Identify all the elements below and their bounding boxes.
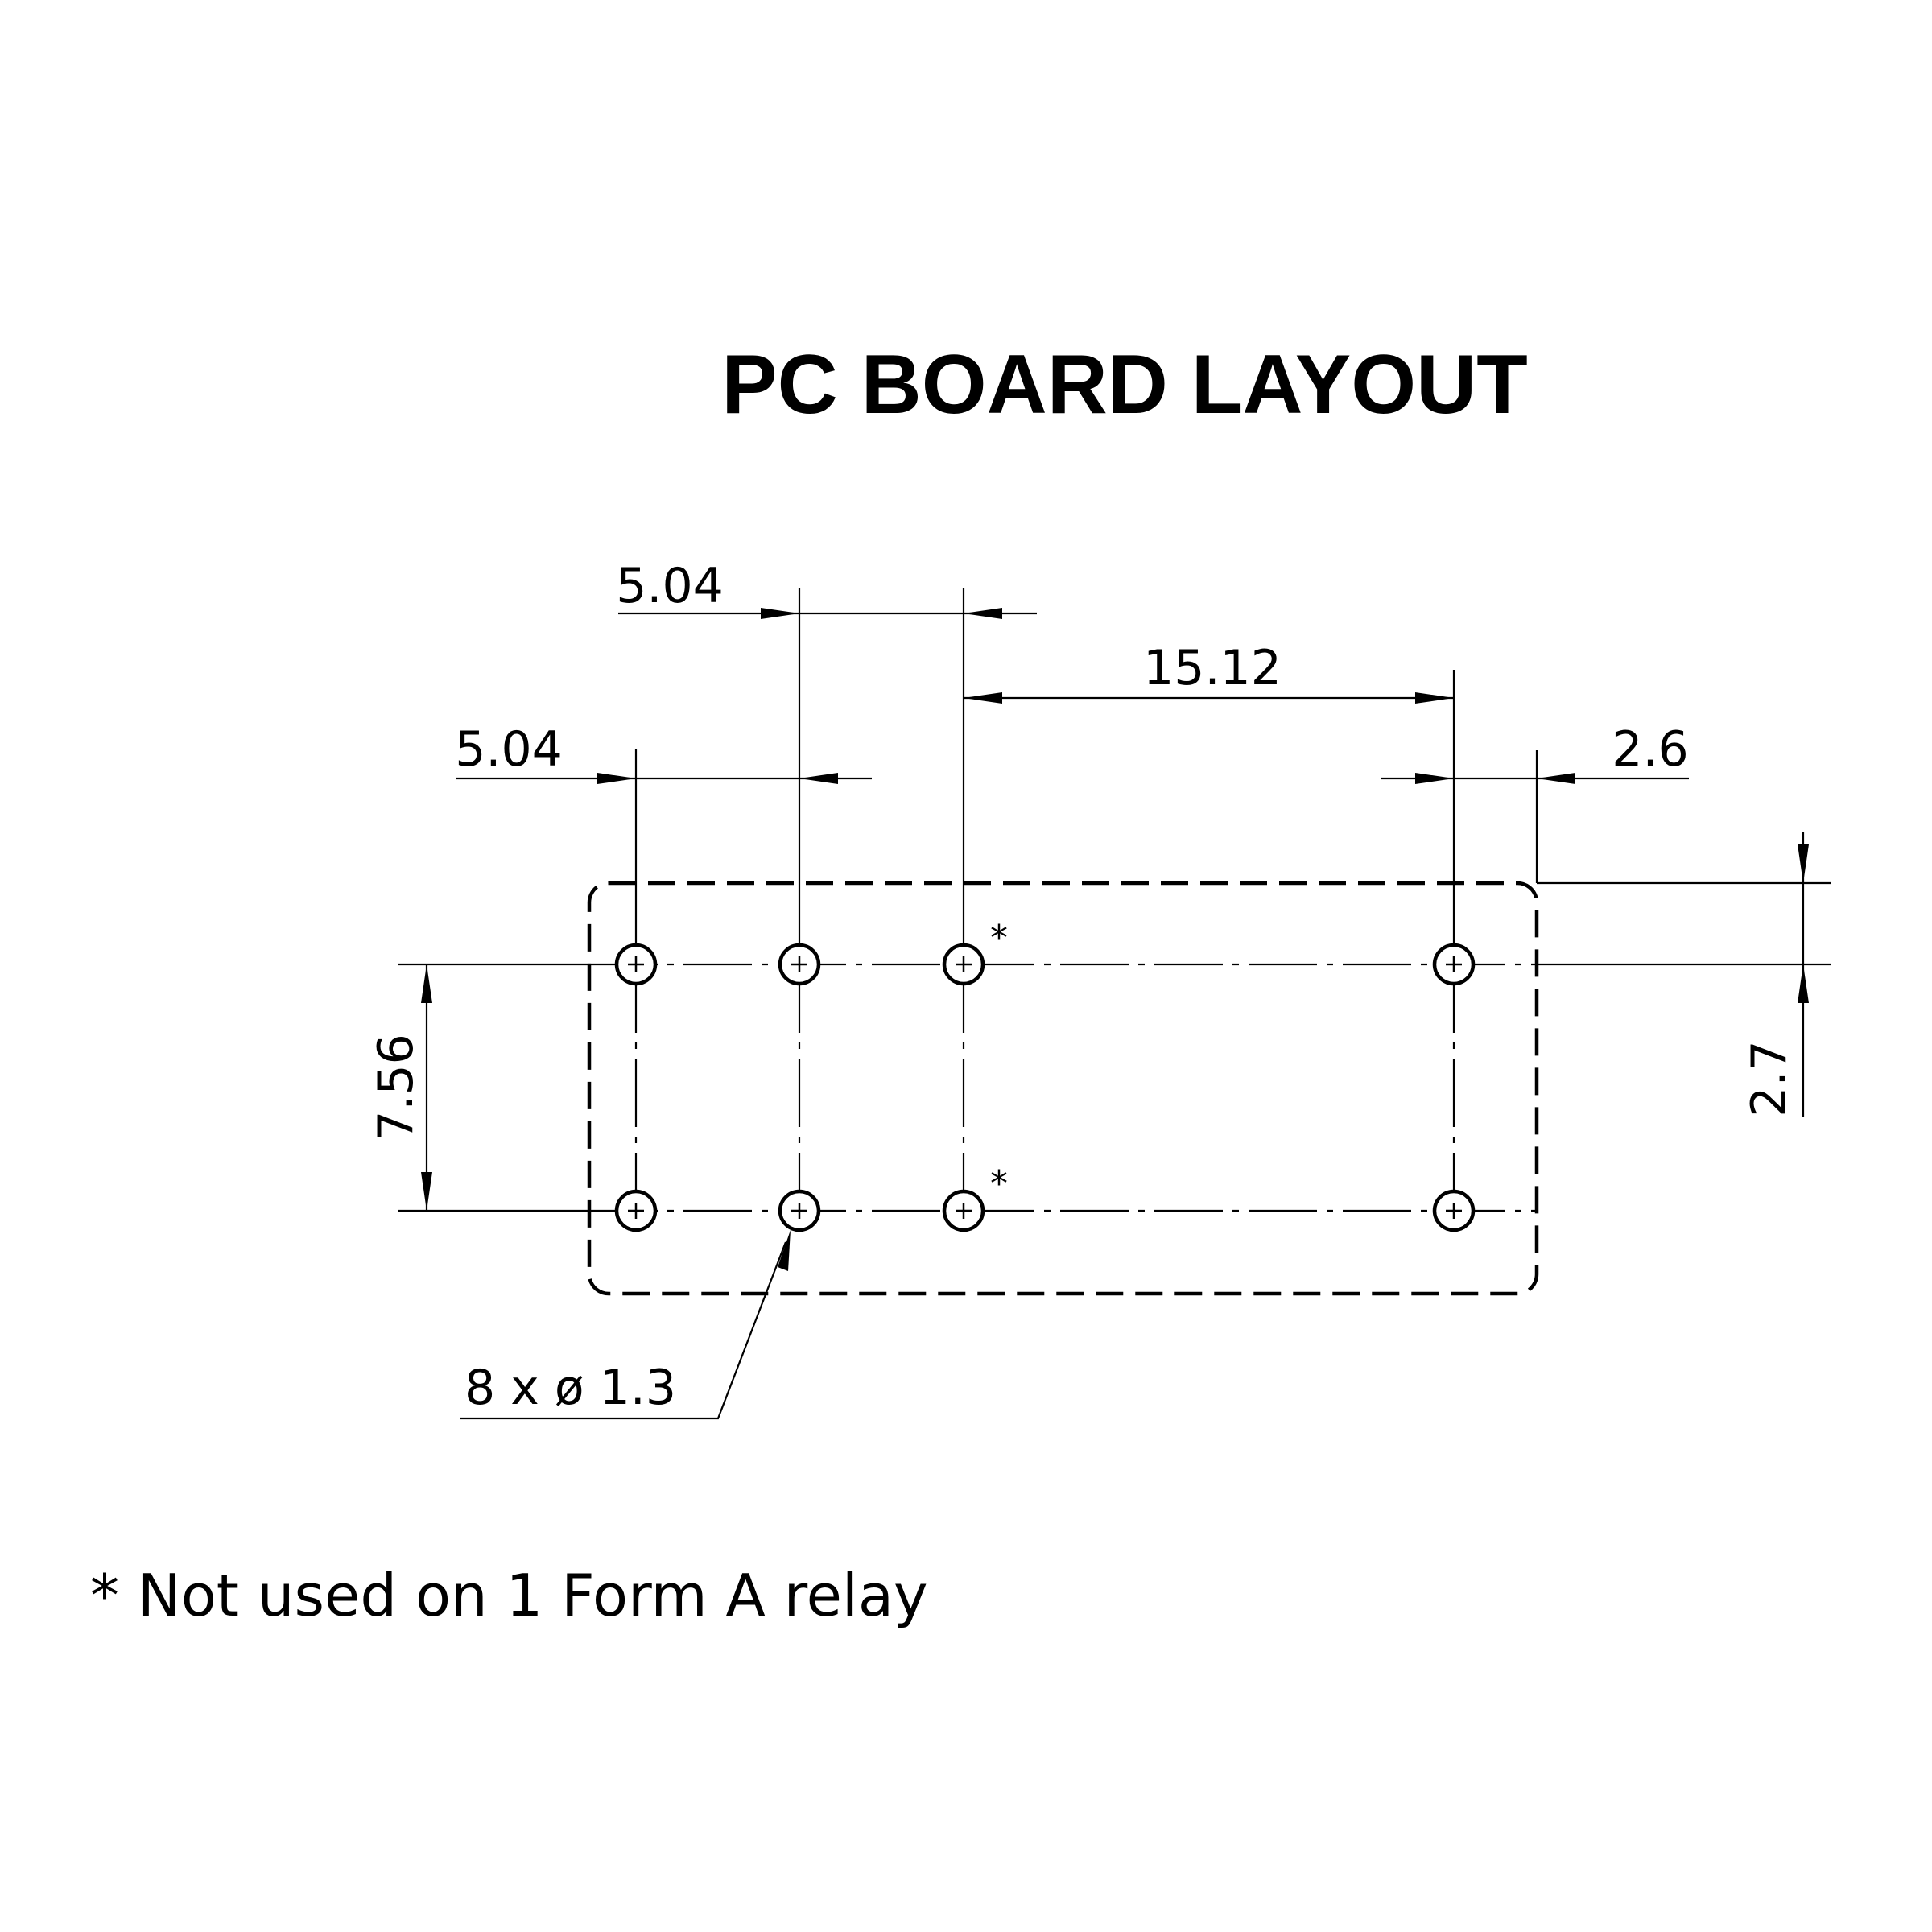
asterisk-marker: *	[990, 918, 1008, 959]
dim-label: 5.04	[455, 721, 563, 778]
dim-label: 15.12	[1143, 640, 1282, 696]
hole	[614, 1189, 658, 1232]
hole	[942, 943, 985, 986]
hole	[942, 1189, 985, 1232]
hole	[1432, 943, 1476, 986]
relay-outline	[587, 881, 1539, 1296]
dim-label: 5.04	[616, 558, 724, 614]
footnote: * Not used on 1 Form A relay	[90, 1562, 928, 1629]
hole	[778, 943, 821, 986]
column-lines	[634, 588, 1831, 1211]
hole	[614, 943, 658, 986]
dim-edge-offset-x: 2.6	[1381, 721, 1689, 784]
dim-label: 2.6	[1612, 721, 1688, 778]
dim-long-span: 15.12	[964, 640, 1454, 704]
row-centerlines	[398, 963, 1831, 1212]
dim-label: 7.56	[368, 1034, 424, 1141]
page-title: PC BOARD LAYOUT	[721, 338, 1528, 431]
dim-left-pitch: 5.04	[455, 721, 872, 784]
dim-row-spacing: 7.56	[368, 964, 432, 1211]
dim-edge-offset-y: 2.7	[1741, 832, 1809, 1117]
hole-callout-label: 8 x ø 1.3	[464, 1360, 676, 1416]
dim-label: 2.7	[1741, 1040, 1798, 1117]
asterisk-marker: *	[990, 1163, 1008, 1204]
hole	[1432, 1189, 1476, 1232]
hole-callout: 8 x ø 1.3	[460, 1230, 791, 1420]
hole	[778, 1189, 821, 1232]
dim-top-pitch: 5.04	[616, 558, 1037, 619]
holes	[614, 943, 1476, 1232]
